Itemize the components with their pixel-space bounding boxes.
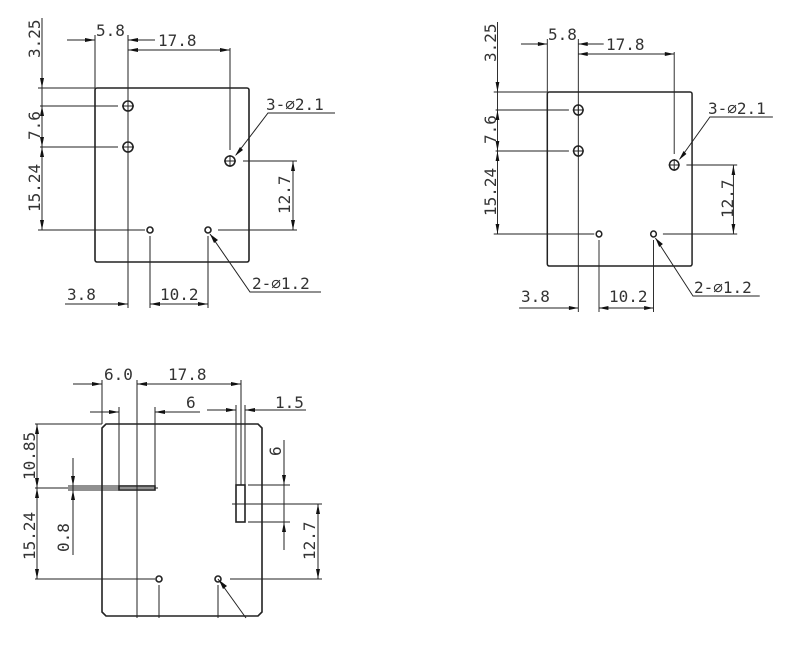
dim-12-7: 12.7	[275, 175, 294, 214]
dim-17-8: 17.8	[158, 31, 197, 50]
dim-10-2: 10.2	[609, 287, 648, 306]
note-small-holes: 2-⌀1.2	[252, 274, 310, 293]
dim-12-7: 12.7	[300, 521, 319, 560]
note-large-holes: 3-⌀2.1	[708, 99, 766, 118]
dim-15-24: 15.24	[25, 164, 44, 212]
dim-12-7: 12.7	[718, 179, 737, 218]
top-view-drawing-left: 3.25 7.6 15.24 5.8 17.8 12.7 3.8 10.2 3-…	[25, 17, 336, 309]
dim-3-25: 3.25	[481, 23, 500, 62]
dim-7-6: 7.6	[25, 111, 44, 140]
dim-6-vertical: 6	[266, 446, 285, 456]
dim-5-8: 5.8	[548, 25, 577, 44]
dim-15-24: 15.24	[20, 512, 39, 560]
dim-17-8: 17.8	[606, 35, 645, 54]
dim-3-8: 3.8	[67, 285, 96, 304]
dim-10-85: 10.85	[20, 432, 39, 480]
note-small-holes: 2-⌀1.2	[694, 278, 752, 297]
dim-7-6: 7.6	[481, 115, 500, 144]
dim-10-2: 10.2	[160, 285, 199, 304]
footprint-drawing-bottom: 6.0 17.8 6 1.5 10.85 15.24 0.8 6 12.7	[20, 365, 322, 619]
dim-17-8: 17.8	[168, 365, 207, 384]
dim-1-5: 1.5	[275, 393, 304, 412]
dim-6-0: 6.0	[104, 365, 133, 384]
dim-5-8: 5.8	[96, 21, 125, 40]
top-view-drawing-right: 3.25 7.6 15.24 5.8 17.8 12.7 3.8 10.2 3-…	[481, 21, 774, 313]
dim-3-25: 3.25	[25, 19, 44, 58]
dim-15-24: 15.24	[481, 168, 500, 216]
dim-0-8: 0.8	[54, 523, 73, 552]
note-large-holes: 3-⌀2.1	[266, 95, 324, 114]
dim-3-8: 3.8	[521, 287, 550, 306]
dim-6-slot: 6	[186, 393, 196, 412]
